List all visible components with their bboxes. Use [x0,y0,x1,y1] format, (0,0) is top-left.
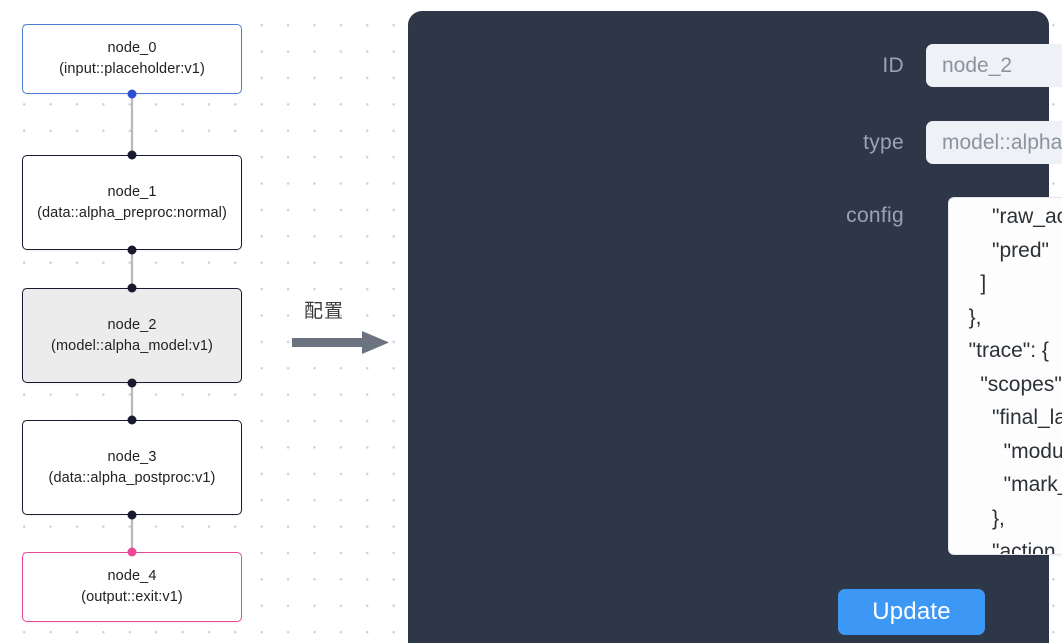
node-label: node_3(data::alpha_postproc:v1) [31,447,233,489]
graph-node-node_1[interactable]: node_1(data::alpha_preproc:normal) [22,155,242,250]
node-handle-source-node_0[interactable] [127,89,137,99]
config-field-row: config [818,204,926,228]
node-config-panel: ID type config "raw_action", "pred" ] },… [408,11,1062,643]
update-button[interactable]: Update [838,589,985,635]
config-textarea[interactable]: "raw_action", "pred" ] }, "trace": { "sc… [948,197,1062,555]
right-arrow-icon [292,331,389,354]
node-label: node_1(data::alpha_preproc:normal) [31,182,233,224]
node-subtitle: (model::alpha_model:v1) [51,337,213,354]
node-title: node_4 [107,568,157,584]
node-subtitle: (data::alpha_preproc:normal) [37,204,227,221]
id-field-row: ID [818,44,1062,87]
node-handle-source-node_3[interactable] [127,510,137,520]
node-title: node_0 [107,40,157,56]
graph-node-node_4[interactable]: node_4(output::exit:v1) [22,552,242,622]
node-label: node_4(output::exit:v1) [31,566,233,608]
node-handle-target-node_3[interactable] [127,415,137,425]
graph-node-node_3[interactable]: node_3(data::alpha_postproc:v1) [22,420,242,515]
node-handle-target-node_2[interactable] [127,283,137,293]
node-handle-source-node_2[interactable] [127,378,137,388]
graph-node-node_2[interactable]: node_2(model::alpha_model:v1) [22,288,242,383]
config-label: config [846,204,904,227]
node-handle-target-node_4[interactable] [127,547,137,557]
annotation-caption: 配置 [304,300,345,322]
type-input[interactable] [926,121,1062,164]
id-label: ID [882,53,904,77]
node-subtitle: (output::exit:v1) [81,589,183,605]
type-field-row: type [818,121,1062,164]
node-title: node_3 [107,448,157,465]
node-subtitle: (input::placeholder:v1) [59,61,205,77]
node-subtitle: (data::alpha_postproc:v1) [48,469,216,486]
type-label: type [863,130,904,154]
graph-node-node_0[interactable]: node_0(input::placeholder:v1) [22,24,242,94]
config-textarea-text: "raw_action", "pred" ] }, "trace": { "sc… [968,205,1062,555]
node-handle-target-node_1[interactable] [127,150,137,160]
node-title: node_2 [107,316,157,333]
annotation-arrow-group: 配置 [292,296,397,358]
node-label: node_0(input::placeholder:v1) [31,38,233,80]
node-label: node_2(model::alpha_model:v1) [31,315,233,357]
id-input[interactable] [926,44,1062,87]
node-handle-source-node_1[interactable] [127,245,137,255]
node-title: node_1 [107,183,157,200]
